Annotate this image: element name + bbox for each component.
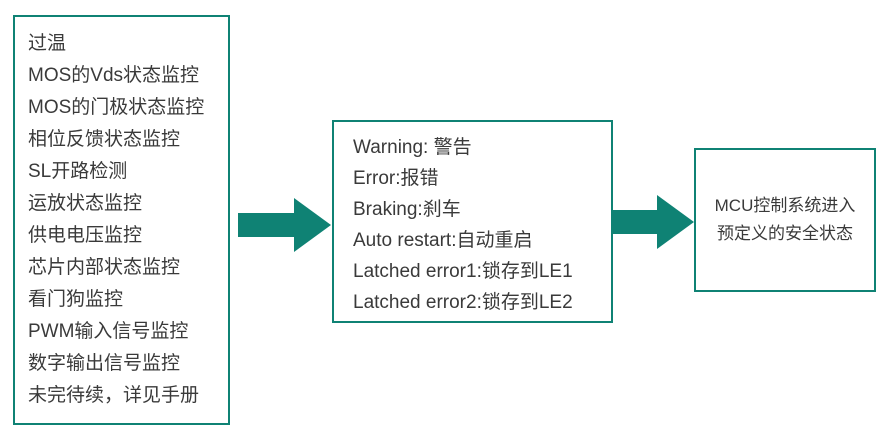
- response-item: Braking:刹车: [353, 199, 461, 220]
- flow-arrow-shape: [238, 198, 331, 252]
- monitor-list-box: 过温 MOS的Vds状态监控 MOS的门极状态监控 相位反馈状态监控 SL开路检…: [13, 15, 230, 425]
- response-item: Latched error2:锁存到LE2: [353, 292, 573, 313]
- monitor-item: 过温: [28, 33, 67, 54]
- flow-arrow-icon: [238, 198, 331, 252]
- response-item: Latched error1:锁存到LE1: [353, 261, 573, 282]
- response-item: Error:报错: [353, 168, 439, 189]
- monitor-item: 数字输出信号监控: [28, 353, 181, 374]
- safe-state-line: MCU控制系统进入: [714, 196, 856, 215]
- monitor-item: 看门狗监控: [28, 289, 124, 310]
- flow-arrow-icon: [613, 195, 694, 249]
- monitor-item: 未完待续，详见手册: [28, 385, 200, 406]
- monitor-item: SL开路检测: [28, 161, 128, 182]
- response-item: Warning: 警告: [353, 137, 472, 158]
- response-list-box: Warning: 警告 Error:报错 Braking:刹车 Auto res…: [332, 120, 613, 323]
- monitor-item: 运放状态监控: [28, 193, 143, 214]
- safe-state-line: 预定义的安全状态: [717, 224, 853, 243]
- monitor-item: PWM输入信号监控: [28, 321, 189, 342]
- flow-arrow-shape: [613, 195, 694, 249]
- response-item: Auto restart:自动重启: [353, 230, 533, 251]
- monitor-item: 相位反馈状态监控: [28, 129, 181, 150]
- monitor-item: 芯片内部状态监控: [28, 257, 181, 278]
- monitor-item: MOS的Vds状态监控: [28, 65, 200, 86]
- safe-state-box: MCU控制系统进入 预定义的安全状态: [694, 148, 876, 292]
- monitor-item: 供电电压监控: [28, 225, 143, 246]
- monitor-item: MOS的门极状态监控: [28, 97, 205, 118]
